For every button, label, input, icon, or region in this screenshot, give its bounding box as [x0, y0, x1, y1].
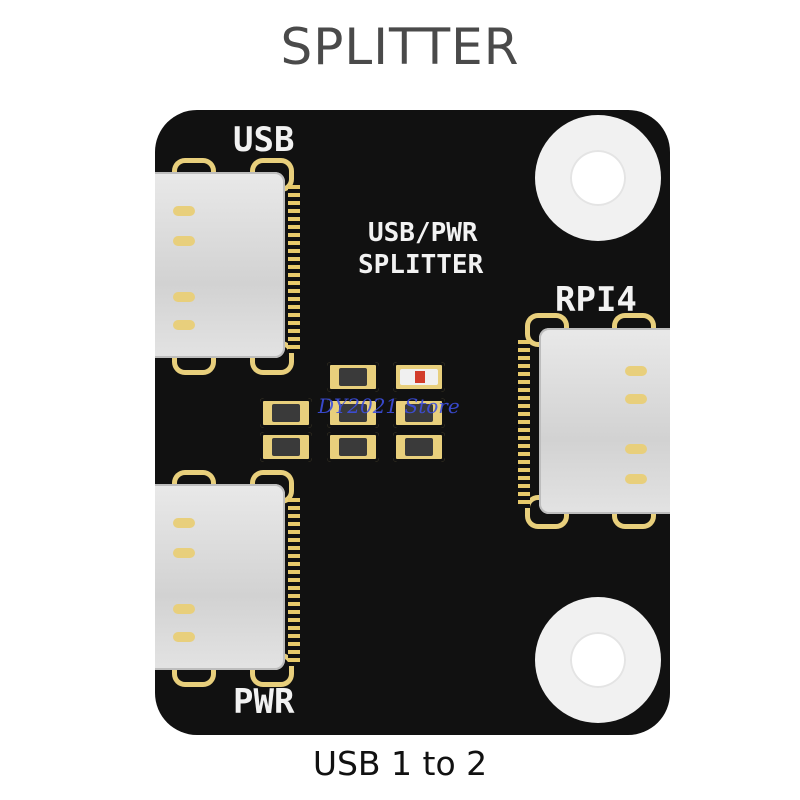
center-label-line1: USB/PWR — [368, 218, 478, 248]
page-title: SPLITTER — [280, 18, 520, 76]
pwr-label: PWR — [233, 682, 295, 722]
usb-label: USB — [233, 120, 295, 160]
rpi4-label: RPI4 — [555, 280, 637, 320]
center-label-line2: SPLITTER — [358, 250, 484, 280]
mounting-hole-bottom — [535, 597, 661, 723]
store-watermark: DY2021 Store — [318, 394, 460, 418]
product-caption: USB 1 to 2 — [312, 744, 488, 783]
pcb-board: USB USB/PWR SPLITTER RPI4 PWR — [155, 110, 670, 735]
mounting-hole-top — [535, 115, 661, 241]
